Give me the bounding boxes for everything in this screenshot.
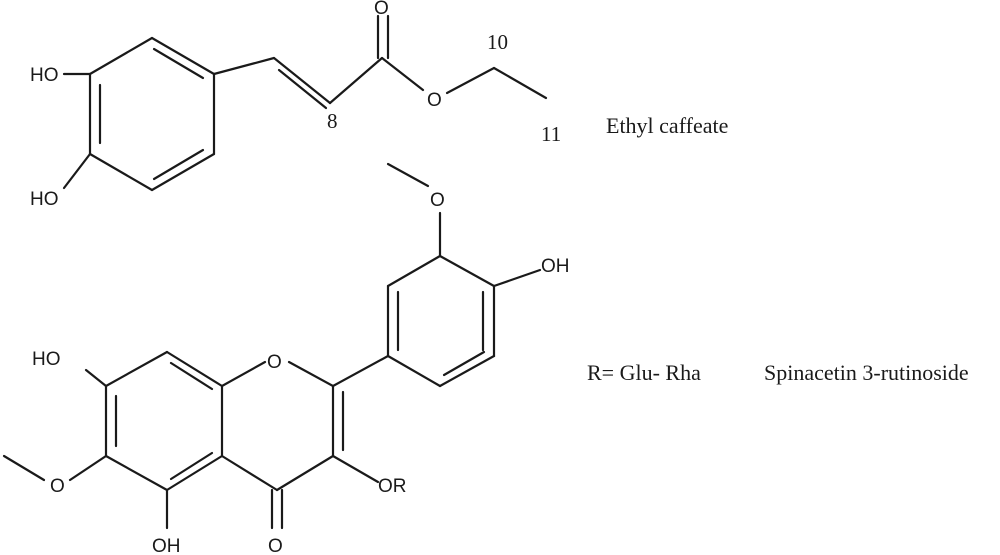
atom-label-o: O: [268, 536, 283, 555]
locant-10: 10: [487, 30, 508, 54]
locant-11: 11: [541, 122, 561, 146]
atom-label-o: O: [430, 190, 445, 211]
ethyl-caffeate-structure: HO HO O O 8 10 11: [30, 0, 561, 210]
locant-8: 8: [327, 109, 338, 133]
atom-label-ho: HO: [30, 189, 59, 210]
compound-name-spinacetin: Spinacetin 3-rutinoside: [764, 360, 969, 385]
atom-label-o: O: [50, 476, 65, 497]
spinacetin-structure: O HO OH O O OH O OR: [2, 162, 570, 555]
atom-label-o: O: [427, 90, 442, 111]
atom-label-o: O: [374, 0, 389, 19]
atom-label-or: OR: [378, 476, 407, 497]
atom-label-oh: OH: [541, 256, 570, 277]
atom-label-ho: HO: [32, 349, 61, 370]
atom-label-oh: OH: [152, 536, 181, 555]
compound-name-ethyl-caffeate: Ethyl caffeate: [606, 113, 728, 138]
atom-label-o: O: [267, 352, 282, 373]
substituent-definition: R= Glu- Rha: [587, 360, 701, 385]
atom-label-ho: HO: [30, 65, 59, 86]
